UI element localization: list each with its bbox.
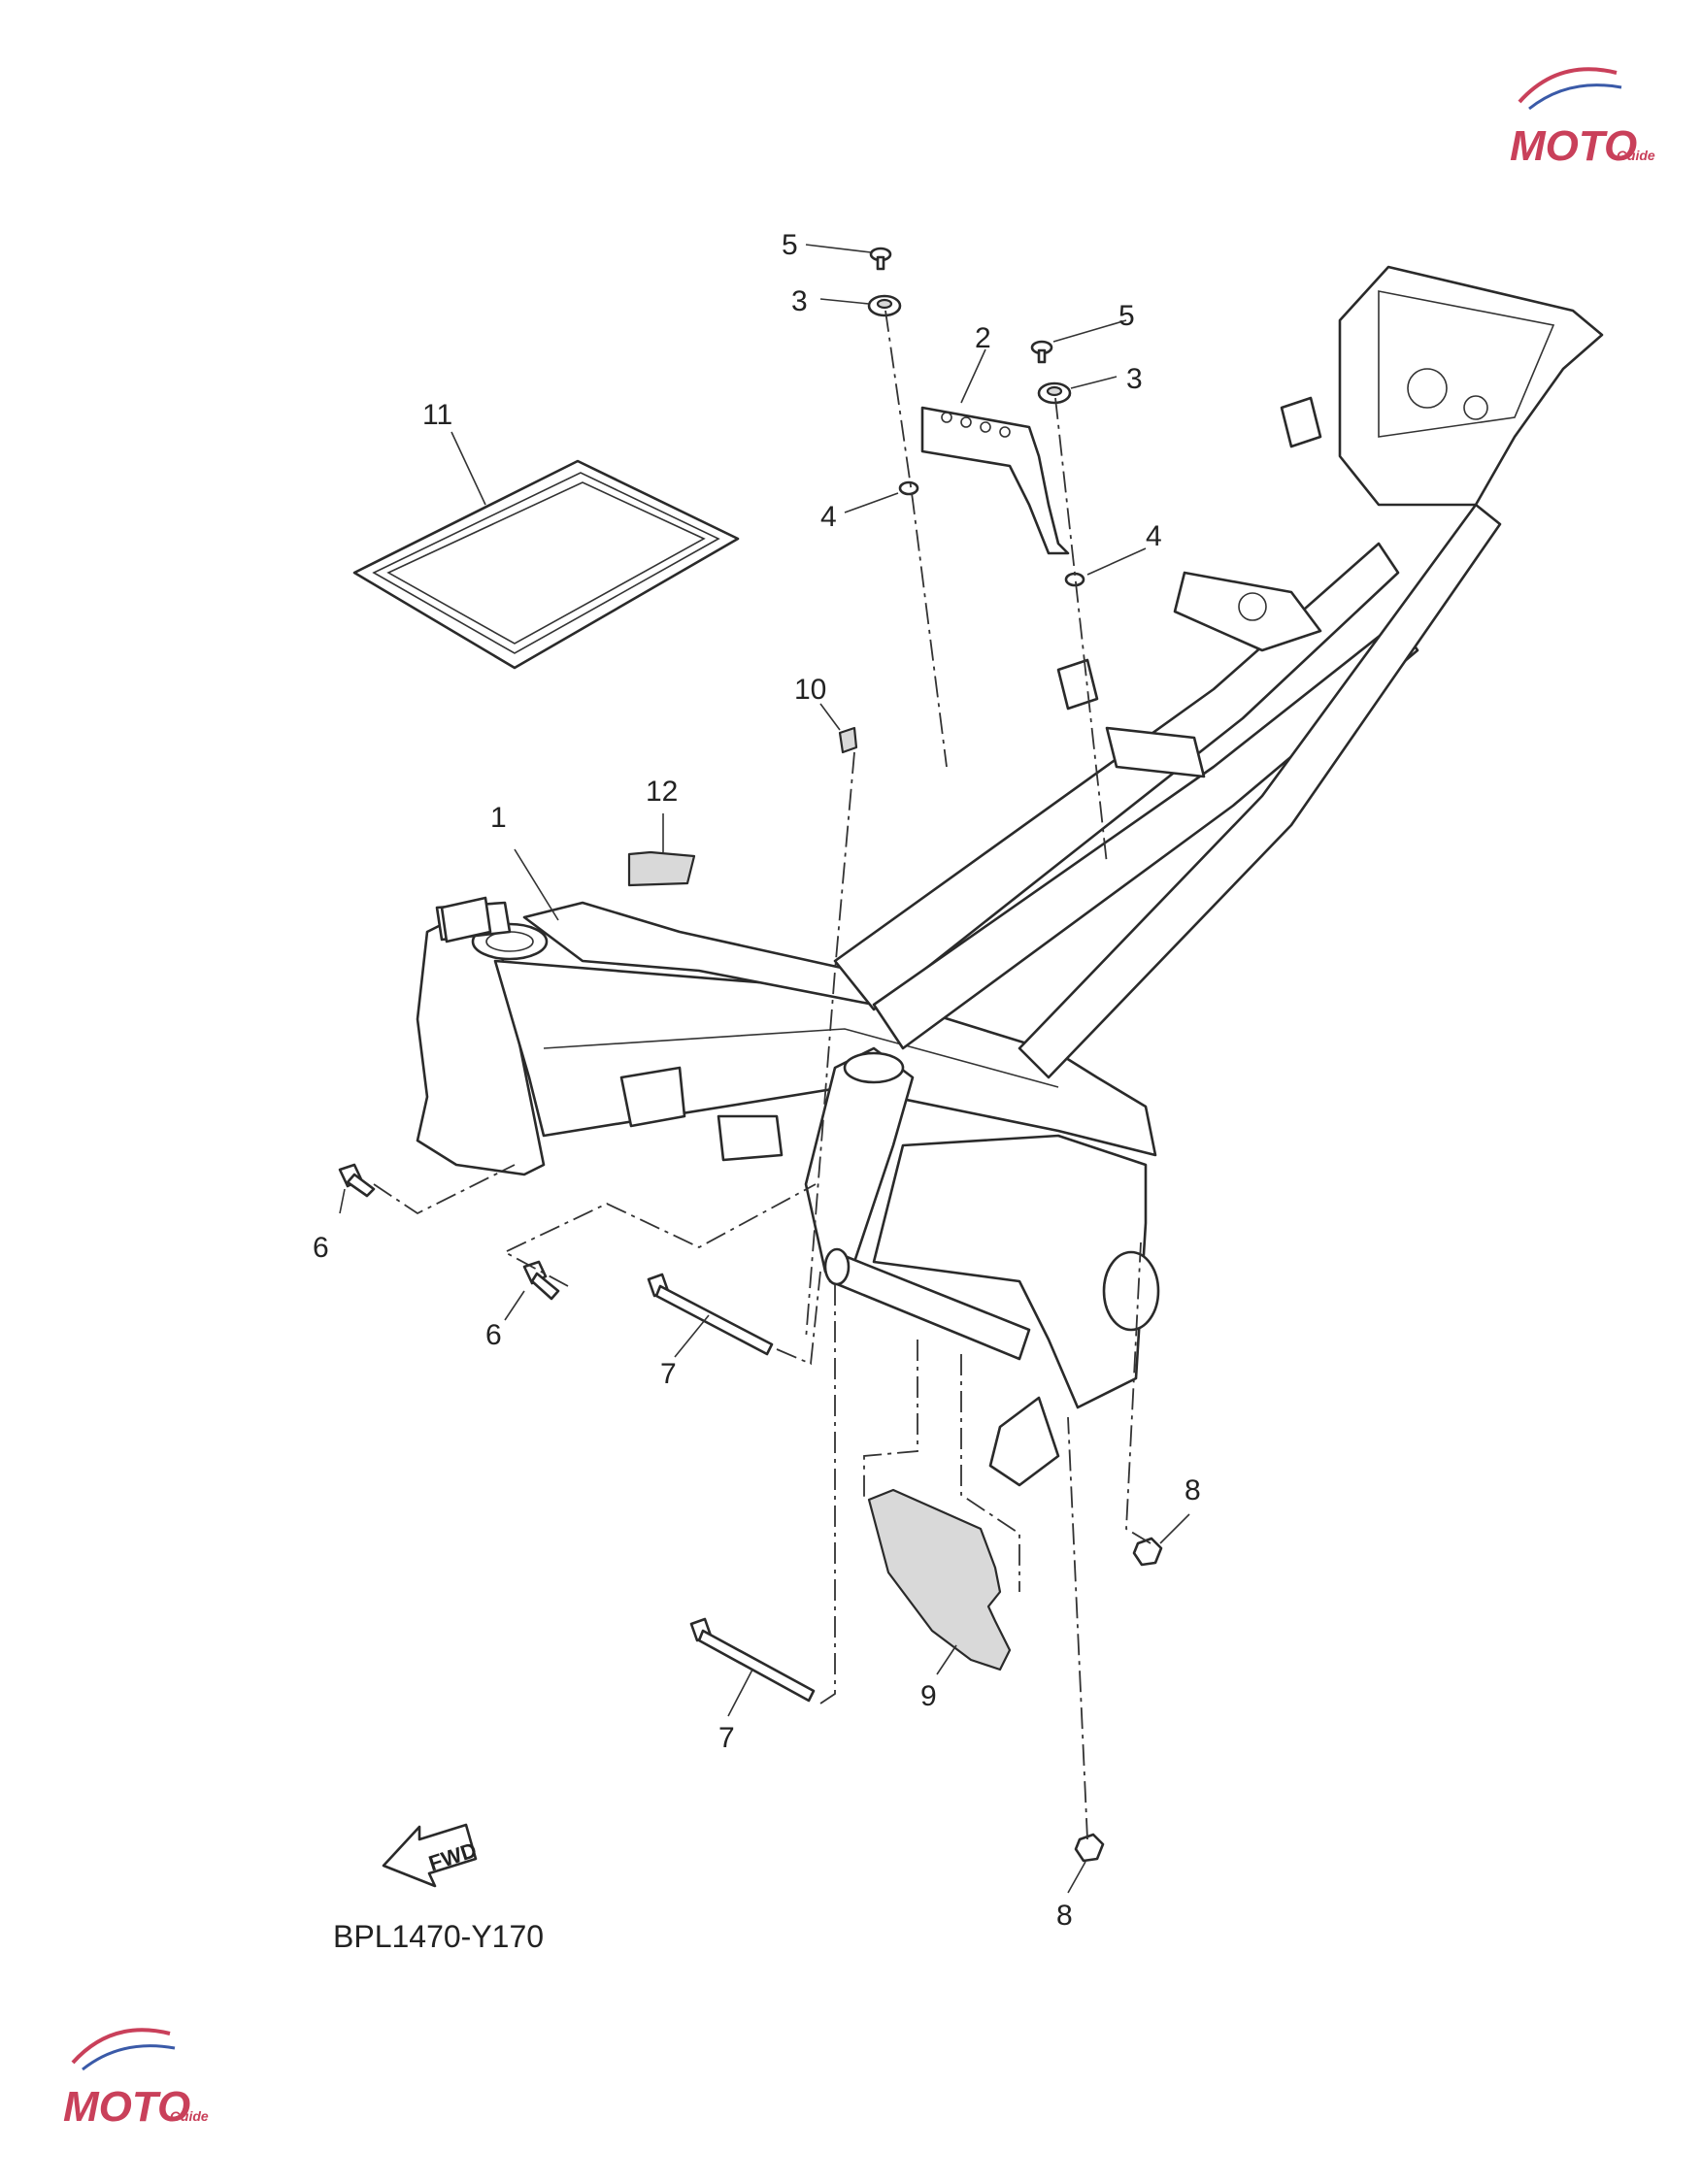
callout-10: 10 (794, 674, 826, 706)
part-7-bolt-upper (647, 1273, 774, 1356)
part-12-label (627, 850, 696, 887)
callout-6-upper: 6 (313, 1232, 329, 1264)
part-5-bolt-right (1030, 340, 1053, 364)
fwd-arrow-icon: FWD (382, 1823, 480, 1888)
part-7-bolt-lower (689, 1617, 816, 1703)
callout-9: 9 (920, 1680, 937, 1712)
callout-2: 2 (975, 322, 991, 354)
callout-6-lower: 6 (485, 1319, 502, 1351)
callout-1: 1 (490, 802, 507, 834)
part-3-grommet-right (1037, 381, 1072, 405)
callout-5-left: 5 (782, 229, 798, 261)
part-4-collar-left (898, 480, 919, 496)
callout-8-upper: 8 (1185, 1474, 1201, 1506)
diagram-code: BPL1470-Y170 (333, 1919, 544, 1954)
callout-4-right: 4 (1146, 520, 1162, 552)
callout-7-lower: 7 (718, 1722, 735, 1754)
part-10-clip (838, 726, 858, 754)
leader-lines (339, 244, 1190, 1894)
watermark-logo-bottom: MOTO Guide (63, 2028, 209, 2131)
callout-11: 11 (422, 399, 452, 431)
callout-8-lower: 8 (1056, 1900, 1073, 1932)
part-5-bolt-left (869, 247, 892, 271)
part-8-nut-lower (1074, 1833, 1105, 1863)
svg-text:Guide: Guide (170, 2108, 209, 2124)
callout-7-upper: 7 (660, 1358, 677, 1390)
callout-5-right: 5 (1118, 300, 1135, 332)
part-6-bolt-lower (522, 1260, 560, 1301)
callout-3-right: 3 (1126, 363, 1143, 395)
part-8-nut-upper (1132, 1537, 1163, 1567)
svg-text:MOTO: MOTO (1510, 122, 1637, 170)
assembly-lines (373, 310, 1151, 1840)
part-1-main-frame (416, 265, 1604, 1487)
part-6-bolt-upper (338, 1163, 376, 1198)
callout-12: 12 (646, 776, 678, 808)
svg-text:Guide: Guide (1617, 148, 1655, 163)
part-11-pad (352, 459, 740, 670)
callout-labels: 1 2 3 3 4 4 5 5 6 6 7 7 8 8 9 10 11 12 (313, 229, 1201, 1932)
part-3-grommet-left (867, 294, 902, 317)
svg-text:MOTO: MOTO (63, 2083, 190, 2131)
watermark-logo-top: MOTO Guide (1510, 67, 1655, 170)
callout-3-left: 3 (791, 285, 808, 317)
part-9-cover (867, 1488, 1012, 1671)
callout-4-left: 4 (820, 501, 837, 533)
part-2-bracket (920, 406, 1070, 555)
